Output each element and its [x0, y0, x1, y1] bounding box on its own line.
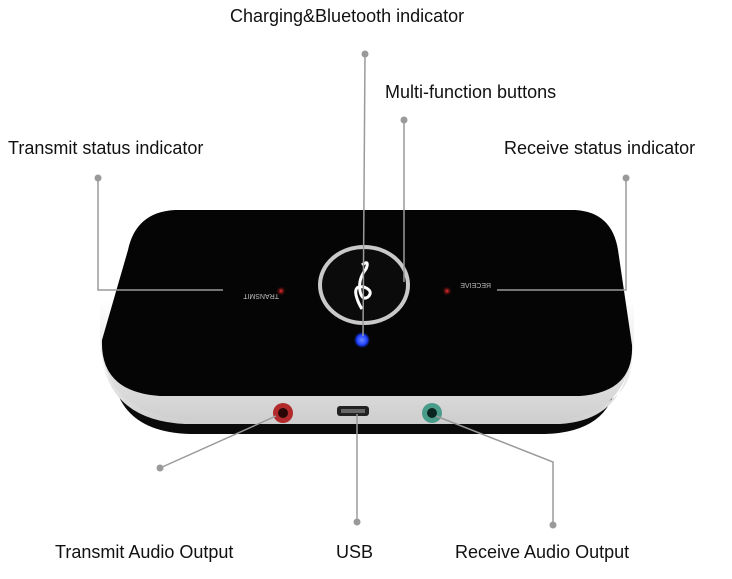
treble-clef-icon	[354, 261, 372, 310]
leader-transmit-audio	[159, 415, 277, 469]
label-multi-function: Multi-function buttons	[385, 82, 557, 102]
label-usb: USB	[336, 542, 374, 562]
device-receive-text: RECEIVE	[460, 283, 491, 290]
leader-receive-status	[497, 178, 627, 291]
label-charging-bluetooth: Charging&Bluetooth indicator	[230, 6, 465, 26]
label-receive-audio: Receive Audio Output	[455, 542, 630, 562]
receive-led	[442, 286, 452, 296]
leader-lines	[97, 53, 627, 525]
bluetooth-led	[353, 331, 371, 349]
label-transmit-status: Transmit status indicator	[8, 138, 204, 158]
leader-transmit-status	[97, 178, 223, 291]
label-receive-status: Receive status indicator	[504, 138, 696, 158]
device-transmit-text: TRANSMIT	[243, 292, 280, 299]
leader-receive-audio	[435, 415, 554, 525]
leader-charging	[362, 53, 366, 337]
transmit-led	[276, 286, 286, 296]
label-transmit-audio: Transmit Audio Output	[55, 542, 234, 562]
leader-dots	[94, 50, 630, 529]
